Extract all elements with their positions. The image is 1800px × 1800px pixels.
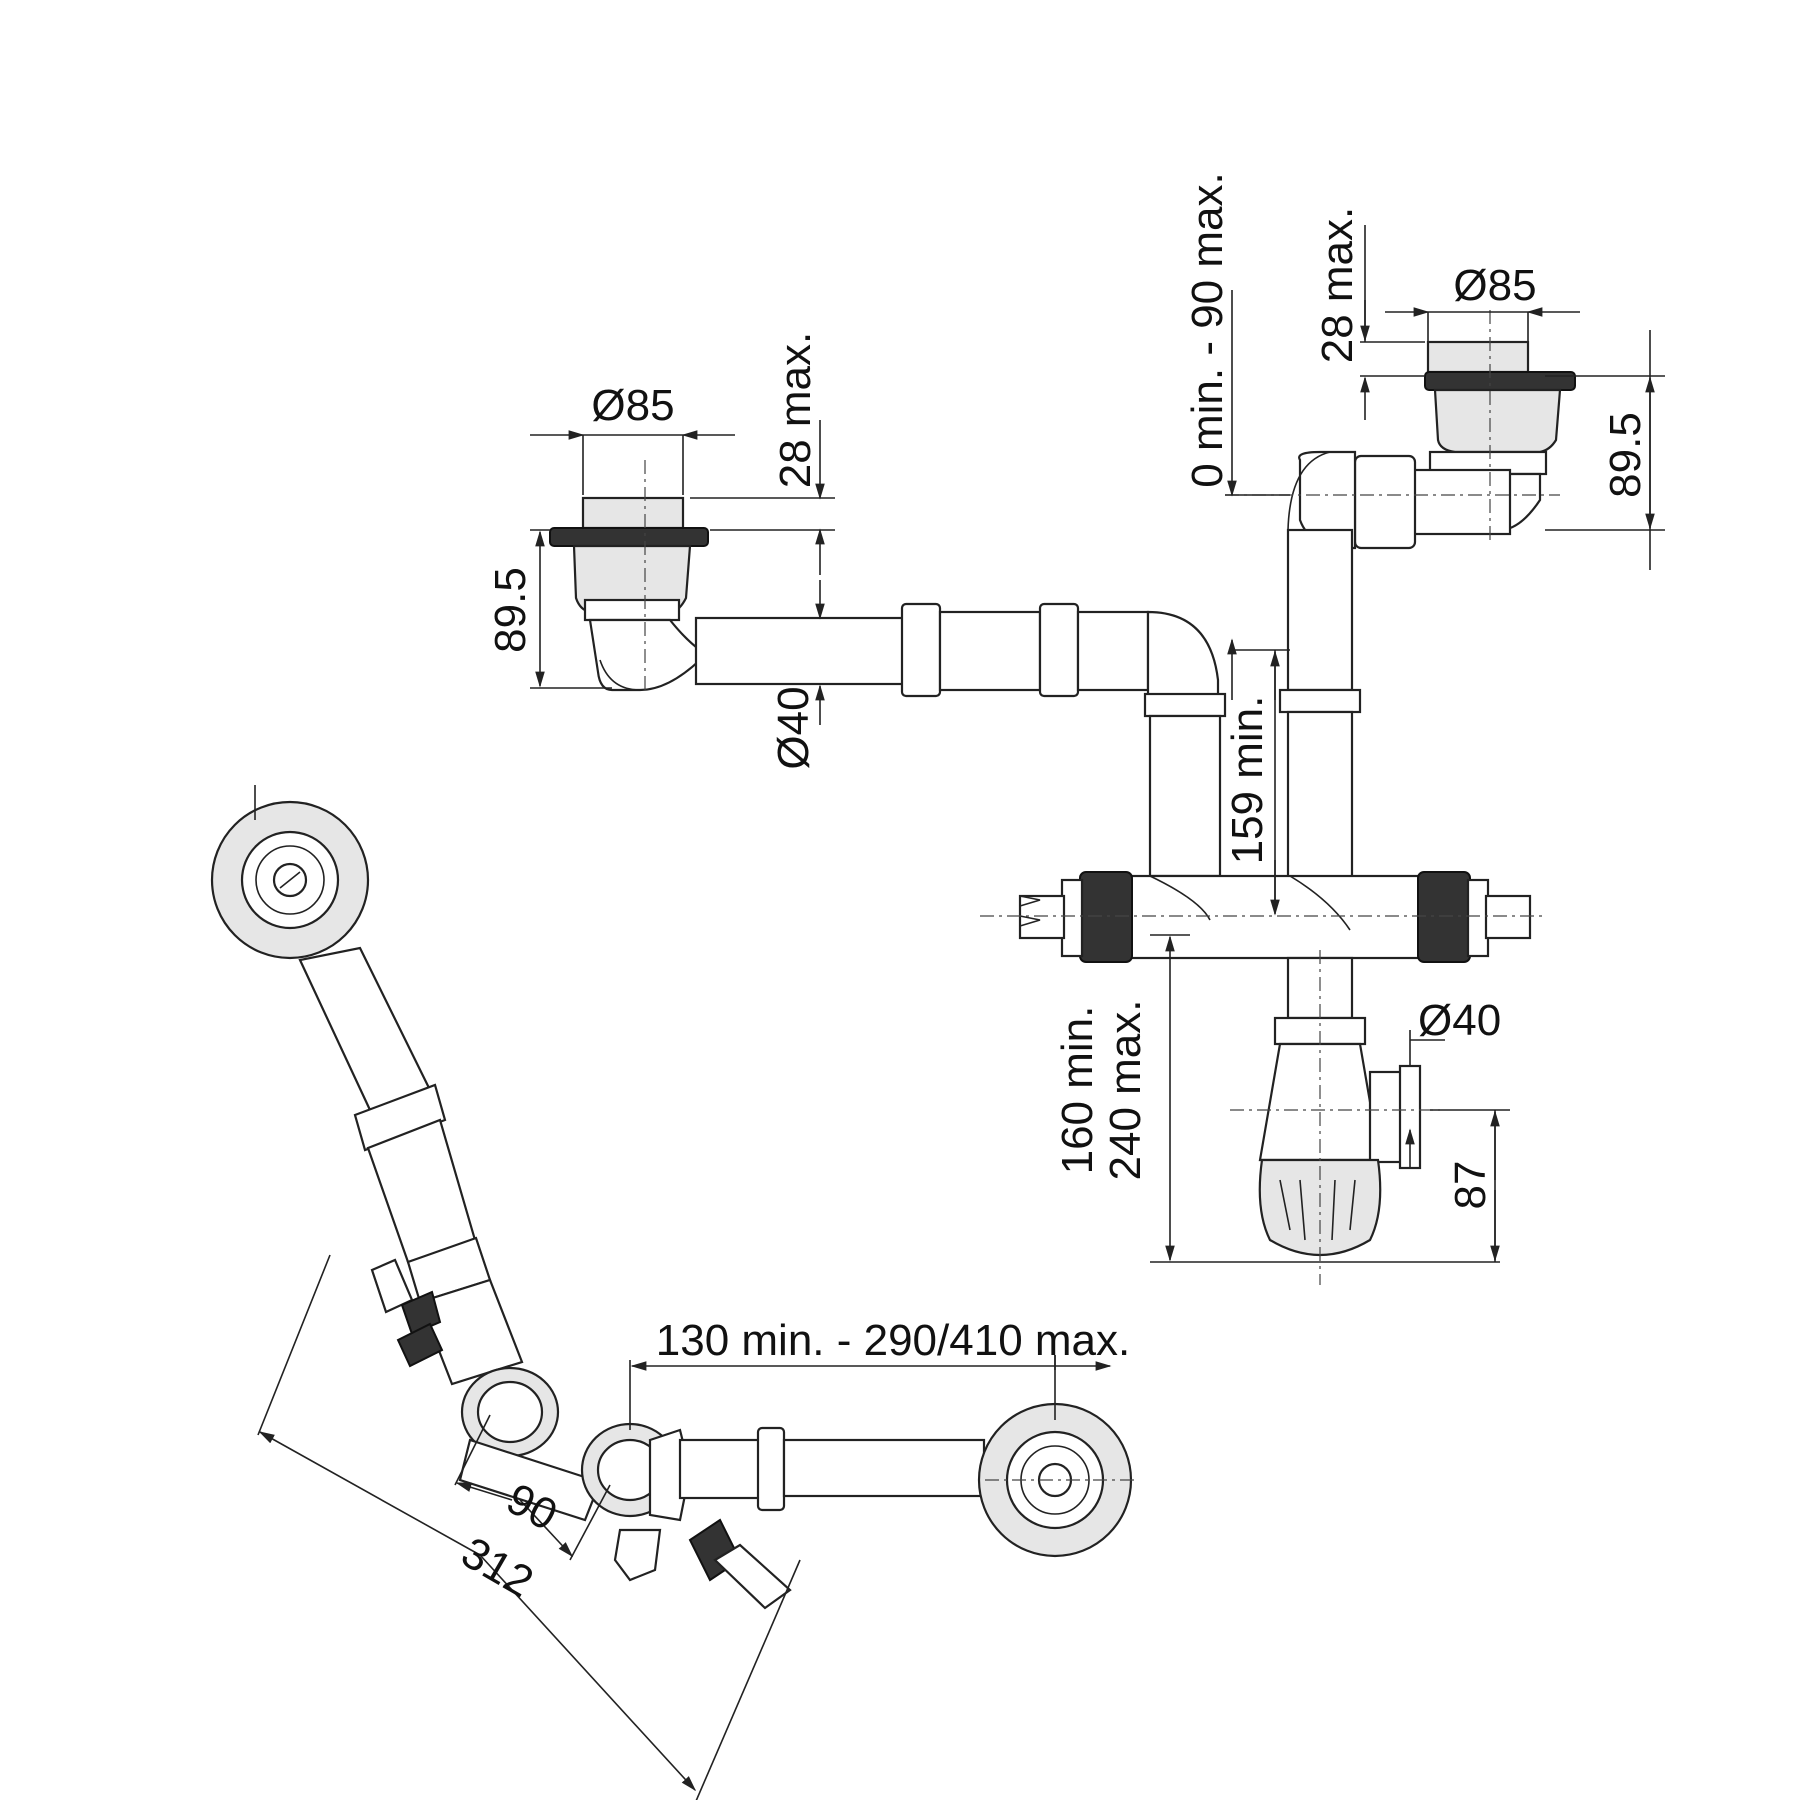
- plan-strainer-right: [977, 1355, 1135, 1558]
- dim-right-diameter: Ø85: [1385, 261, 1580, 342]
- dim-span: 130 min. - 290/410 max.: [629, 1316, 1130, 1430]
- span-label: 130 min. - 290/410 max.: [656, 1316, 1130, 1365]
- outlet-height-label: 87: [1446, 1161, 1495, 1210]
- plan-long-pipe: [298, 946, 524, 1386]
- left-horizontal-pipe: [694, 602, 1220, 702]
- trap-height-max-label: 240 max.: [1101, 1000, 1150, 1181]
- bottle-trap: [1258, 956, 1422, 1256]
- right-hose-barb: [1417, 871, 1532, 963]
- dim-left-flange: 28 max.: [690, 332, 835, 575]
- left-depth-label: 89.5: [486, 567, 535, 653]
- dim-right-flange: 28 max.: [1313, 207, 1425, 420]
- left-hose-barb: [1018, 871, 1133, 963]
- front-elevation: Ø85 28 max. 89.5 Ø40: [486, 172, 1665, 1285]
- trap-height-min-label: 160 min.: [1053, 1006, 1102, 1175]
- dim-elbow-drop: 0 min. - 90 max.: [1183, 172, 1290, 700]
- left-pipe-label: Ø40: [769, 686, 818, 769]
- pipe-min-label: 159 min.: [1223, 696, 1272, 865]
- dim-pipe-min: 159 min.: [1223, 649, 1290, 916]
- plan-elbow: [458, 1366, 602, 1522]
- right-diameter-label: Ø85: [1453, 261, 1536, 310]
- length-label: 312: [453, 1528, 541, 1607]
- plan-short-pipe: [678, 1426, 986, 1512]
- plan-view: 130 min. - 290/410 max. 90 312: [210, 785, 1135, 1800]
- outlet-diameter-label: Ø40: [1418, 996, 1501, 1045]
- dim-outlet-diameter: Ø40: [1405, 996, 1501, 1168]
- right-flange-label: 28 max.: [1313, 207, 1362, 364]
- plan-tee: [580, 1422, 692, 1582]
- plan-hose-barb-left: [370, 1258, 444, 1368]
- dim-left-depth: 89.5: [486, 529, 612, 689]
- plan-strainer-left: [210, 785, 370, 960]
- center-lines: [644, 310, 1560, 1285]
- dim-outlet-height: 87: [1430, 1109, 1510, 1262]
- left-strainer: [549, 496, 709, 692]
- right-depth-label: 89.5: [1601, 412, 1650, 498]
- dim-trap-height: 160 min. 240 max.: [1053, 934, 1500, 1263]
- dim-left-diameter: Ø85: [530, 381, 735, 495]
- left-vertical-riser: [1143, 692, 1227, 878]
- right-overflow-arm: [1298, 450, 1512, 550]
- left-flange-label: 28 max.: [771, 332, 820, 489]
- dim-right-depth: 89.5: [1545, 330, 1665, 570]
- elbow-drop-label: 0 min. - 90 max.: [1183, 172, 1232, 487]
- left-diameter-label: Ø85: [591, 381, 674, 430]
- dim-left-pipe: Ø40: [769, 580, 840, 770]
- plan-hose-barb-right: [688, 1518, 792, 1610]
